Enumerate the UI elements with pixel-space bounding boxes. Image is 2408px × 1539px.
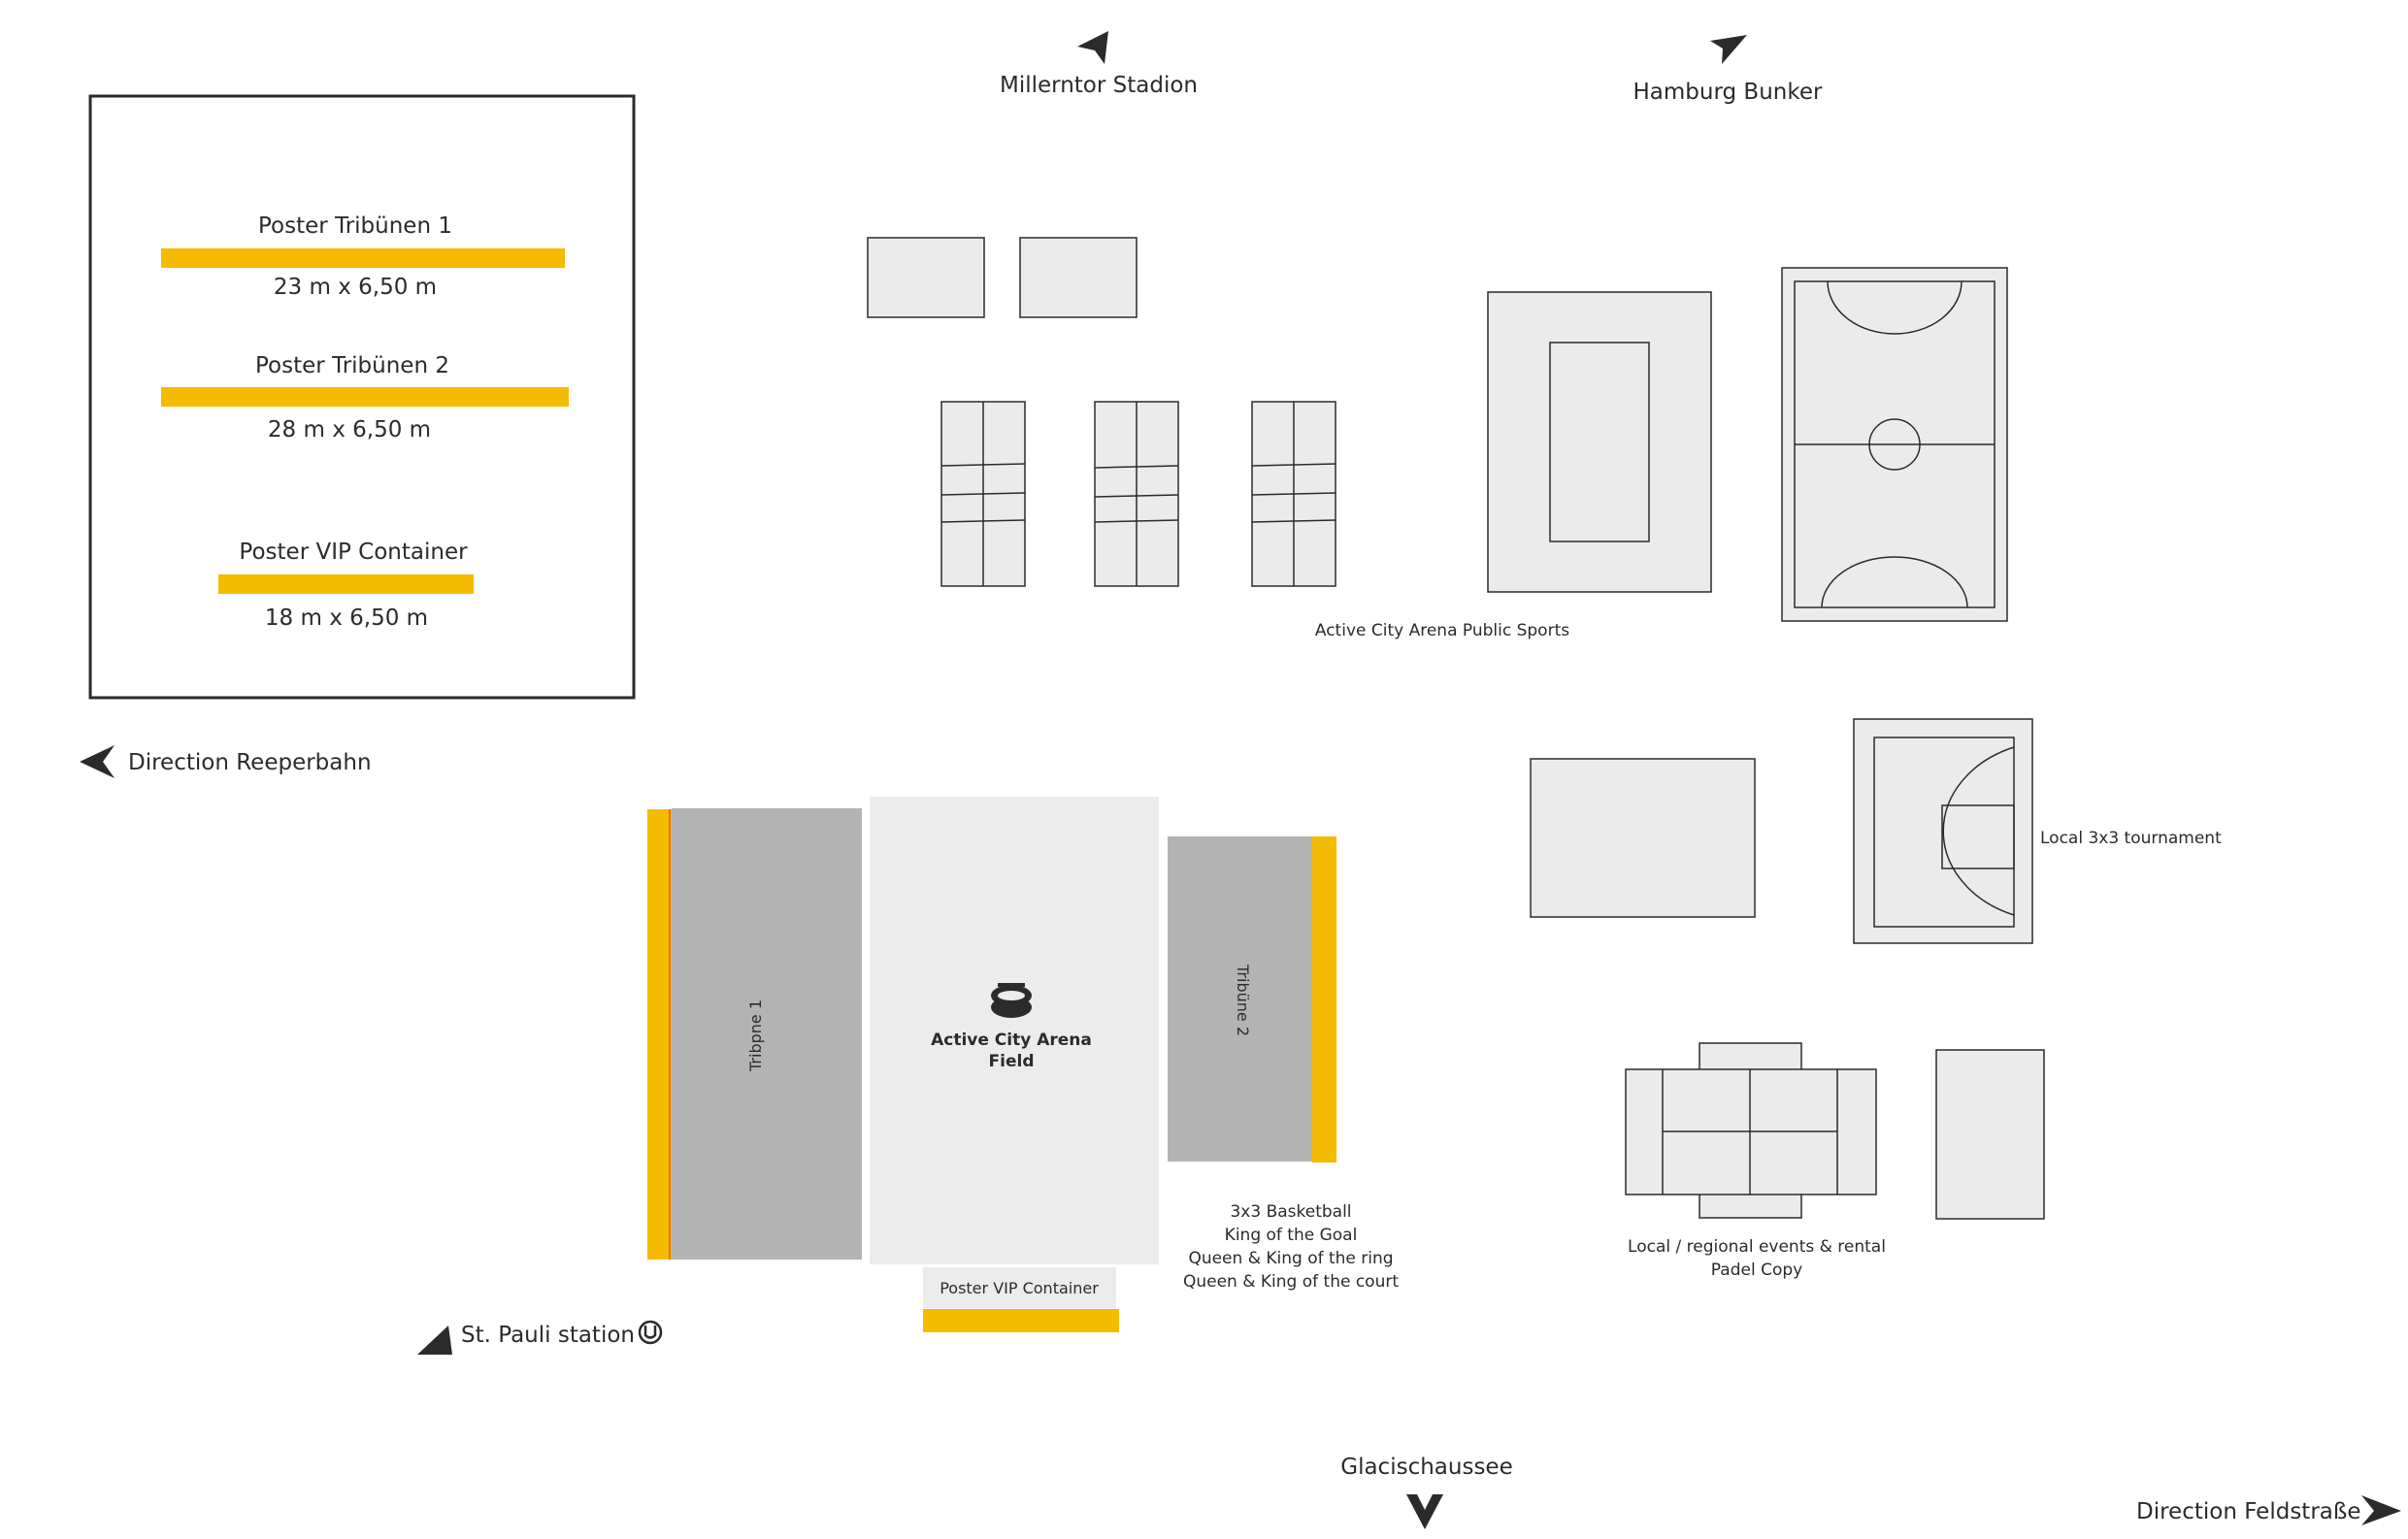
legend-bar-vip <box>218 574 474 594</box>
arena-field: Active City Arena Field <box>870 797 1159 1264</box>
tribune-1: Tribpne 1 <box>647 808 862 1260</box>
glacischaussee-marker: Glacischaussee <box>1340 1455 1513 1529</box>
legend-bar-tribune-2 <box>161 387 569 407</box>
court-large-1 <box>1487 291 1712 593</box>
label-field-line-2: Field <box>989 1052 1035 1071</box>
legend-size-tribune-1: 23 m x 6,50 m <box>274 275 437 300</box>
arrow-south-icon <box>1406 1494 1443 1529</box>
arrow-east-icon <box>2361 1495 2401 1525</box>
label-millerntor: Millerntor Stadion <box>1000 73 1198 98</box>
event-area <box>1530 758 1756 918</box>
container-area-1 <box>867 237 985 318</box>
rental-area <box>1935 1049 2045 1220</box>
arrow-southwest-icon <box>417 1326 452 1355</box>
container-area-2 <box>1019 237 1138 318</box>
legend-title-tribune-2: Poster Tribünen 2 <box>255 353 449 378</box>
legend-frame <box>88 94 636 700</box>
arrow-northeast-icon <box>1710 35 1747 64</box>
legend-bar-tribune-1 <box>161 248 565 268</box>
label-feldstrasse: Direction Feldstraße <box>2136 1499 2361 1524</box>
legend-size-vip: 18 m x 6,50 m <box>265 606 428 631</box>
legend-title-vip: Poster VIP Container <box>239 540 468 565</box>
small-court-3 <box>1251 401 1336 587</box>
label-event-2: King of the Goal <box>1225 1226 1358 1245</box>
vip-container-box <box>923 1267 1116 1308</box>
small-court-2 <box>1094 401 1179 587</box>
poster-bar-vip <box>923 1309 1119 1332</box>
millerntor-marker: Millerntor Stadion <box>1000 31 1198 98</box>
vip-container: Poster VIP Container <box>923 1267 1119 1332</box>
label-local-3x3: Local 3x3 tournament <box>2040 829 2222 848</box>
label-tribune-1: Tribpne 1 <box>746 999 765 1072</box>
label-public-sports: Active City Arena Public Sports <box>1315 621 1569 640</box>
poster-bar-tribune-1 <box>647 809 672 1260</box>
legend-title-tribune-1: Poster Tribünen 1 <box>258 213 452 239</box>
football-pitch <box>1781 267 2008 622</box>
poster-bar-tribune-2 <box>1312 836 1336 1162</box>
tribune-1-stand <box>672 808 862 1260</box>
label-padel-line-1: Local / regional events & rental <box>1628 1237 1886 1257</box>
legend-size-tribune-2: 28 m x 6,50 m <box>268 417 431 442</box>
label-vip-container: Poster VIP Container <box>940 1279 1099 1297</box>
label-event-3: Queen & King of the ring <box>1188 1249 1393 1268</box>
feldstrasse-marker: Direction Feldstraße <box>2136 1495 2401 1525</box>
arrow-west-icon <box>80 745 115 778</box>
label-event-4: Queen & King of the court <box>1183 1272 1399 1292</box>
label-reeperbahn: Direction Reeperbahn <box>128 750 372 775</box>
poster-legend: Poster Tribünen 1 23 m x 6,50 m Poster T… <box>88 94 636 700</box>
label-padel-line-2: Padel Copy <box>1711 1261 1802 1280</box>
arrow-north-icon <box>1077 31 1108 64</box>
tribune-2: Tribüne 2 <box>1168 836 1336 1162</box>
basketball-court <box>1853 718 2033 944</box>
u-bahn-icon <box>638 1320 663 1345</box>
padel-courts <box>1625 1042 1877 1219</box>
st-pauli-marker: St. Pauli station <box>417 1320 663 1355</box>
label-st-pauli: St. Pauli station <box>461 1323 635 1348</box>
label-field-line-1: Active City Arena <box>931 1031 1092 1050</box>
tribune-2-stand <box>1168 836 1312 1162</box>
label-glacischaussee: Glacischaussee <box>1340 1455 1513 1480</box>
stadium-icon <box>991 983 1032 1018</box>
reeperbahn-marker: Direction Reeperbahn <box>80 745 372 778</box>
events-list: 3x3 Basketball King of the Goal Queen & … <box>1183 1202 1399 1292</box>
label-tribune-2: Tribüne 2 <box>1234 964 1252 1036</box>
small-court-1 <box>940 401 1026 587</box>
field-area <box>870 797 1159 1264</box>
label-bunker: Hamburg Bunker <box>1633 80 1824 105</box>
label-event-1: 3x3 Basketball <box>1230 1202 1351 1222</box>
bunker-marker: Hamburg Bunker <box>1633 35 1824 105</box>
